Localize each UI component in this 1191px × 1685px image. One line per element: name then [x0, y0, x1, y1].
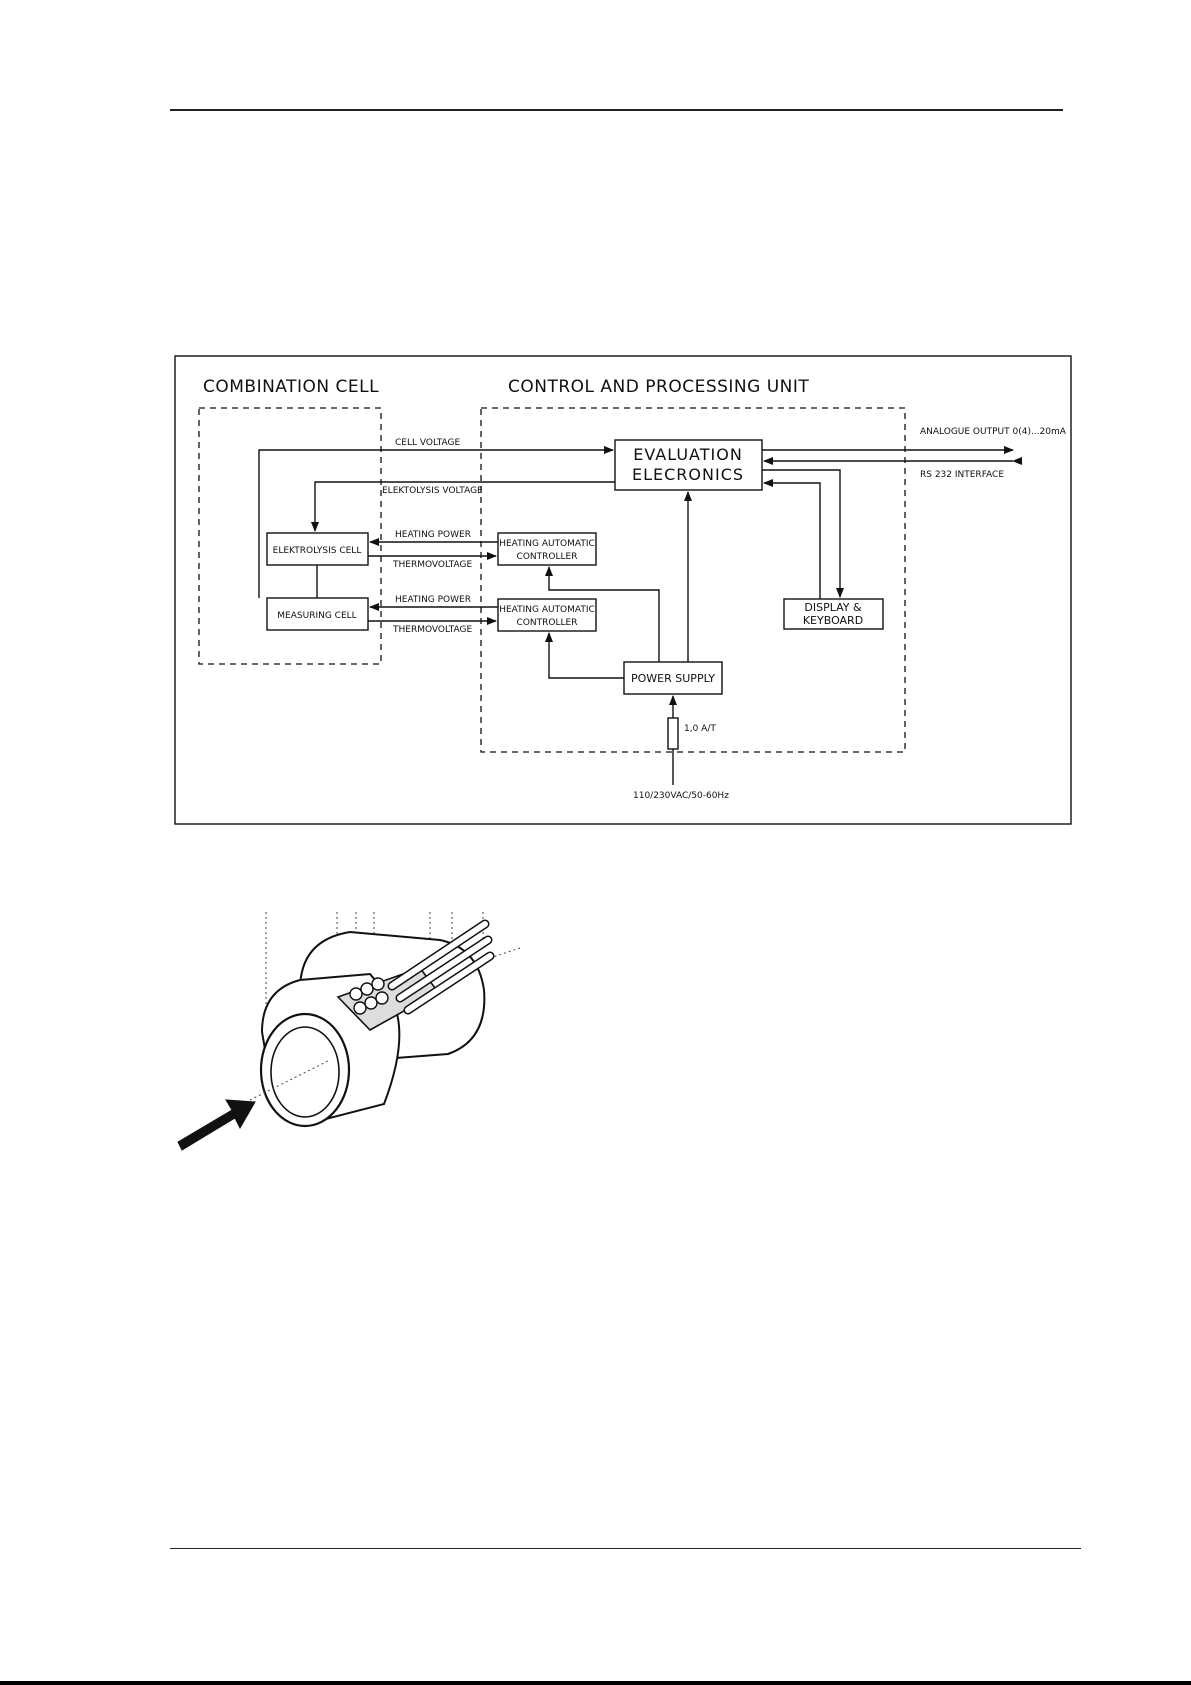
heating-power-1-label: HEATING POWER: [395, 530, 471, 540]
thermovoltage-2-label: THERMOVOLTAGE: [392, 625, 473, 635]
thermovoltage-1-label: THERMOVOLTAGE: [392, 560, 473, 570]
cell-voltage-line: [258, 446, 614, 598]
combination-cell-title: COMBINATION CELL: [203, 377, 379, 397]
evaluation-label-1: EVALUATION: [633, 445, 743, 464]
display-label-2: KEYBOARD: [803, 614, 863, 627]
wire-2: [360, 982, 374, 996]
measuring-cell-label: MEASURING CELL: [277, 611, 356, 621]
display-label-1: DISPLAY &: [804, 601, 862, 614]
footer-rule: [170, 1548, 1081, 1549]
analogue-output-label: ANALOGUE OUTPUT 0(4)...20mA: [920, 427, 1067, 437]
diagram-frame: [174, 355, 1072, 825]
elektolysis-voltage-label: ELEKTOLYSIS VOLTAGE: [382, 486, 483, 496]
rs232-label: RS 232 INTERFACE: [920, 470, 1004, 480]
mains-label: 110/230VAC/50-60Hz: [633, 791, 729, 801]
elektrolysis-cell-label: ELEKTROLYSIS CELL: [273, 546, 362, 556]
wire-5: [364, 996, 378, 1010]
page-bottom-edge: [0, 1681, 1191, 1685]
wire-1: [349, 987, 363, 1001]
elektrolysis-cell-block: [266, 532, 369, 566]
heating-controller-1-label-1: HEATING AUTOMATIC: [499, 539, 595, 549]
keyboard-to-evaluation: [763, 479, 821, 599]
heating-controller-2-label-1: HEATING AUTOMATIC: [499, 605, 595, 615]
measuring-cell-block: [266, 597, 369, 631]
evaluation-to-display: [762, 469, 844, 598]
elektolysis-voltage-line: [311, 481, 615, 532]
display-keyboard-block: [783, 598, 884, 630]
combination-cell-group: [198, 407, 382, 665]
heating-controller-1-label-2: CONTROLLER: [517, 552, 578, 562]
lead-1-fill: [389, 921, 488, 989]
power-supply-block: [623, 661, 723, 695]
evaluation-label-2: ELECRONICS: [632, 465, 744, 484]
lead-2-fill: [397, 937, 491, 1001]
wire-6: [375, 991, 389, 1005]
control-unit-group: [480, 407, 906, 753]
power-to-heating-2: [545, 632, 624, 679]
heating-controller-1-block: [497, 532, 597, 566]
flow-arrow: [177, 1099, 256, 1151]
header-rule: [170, 109, 1063, 111]
cell-voltage-label: CELL VOLTAGE: [395, 438, 460, 448]
lead-3-fill: [405, 953, 493, 1013]
evaluation-electronics-block: [614, 439, 763, 491]
fuse-label: 1,0 A/T: [684, 724, 716, 734]
wire-4: [353, 1001, 367, 1015]
wire-3: [371, 977, 385, 991]
heating-controller-2-label-2: CONTROLLER: [517, 618, 578, 628]
power-to-heating-1: [545, 566, 660, 662]
control-unit-title: CONTROL AND PROCESSING UNIT: [508, 377, 809, 397]
heating-controller-2-block: [497, 598, 597, 632]
heating-power-2-label: HEATING POWER: [395, 595, 471, 605]
power-supply-label: POWER SUPPLY: [631, 672, 715, 685]
